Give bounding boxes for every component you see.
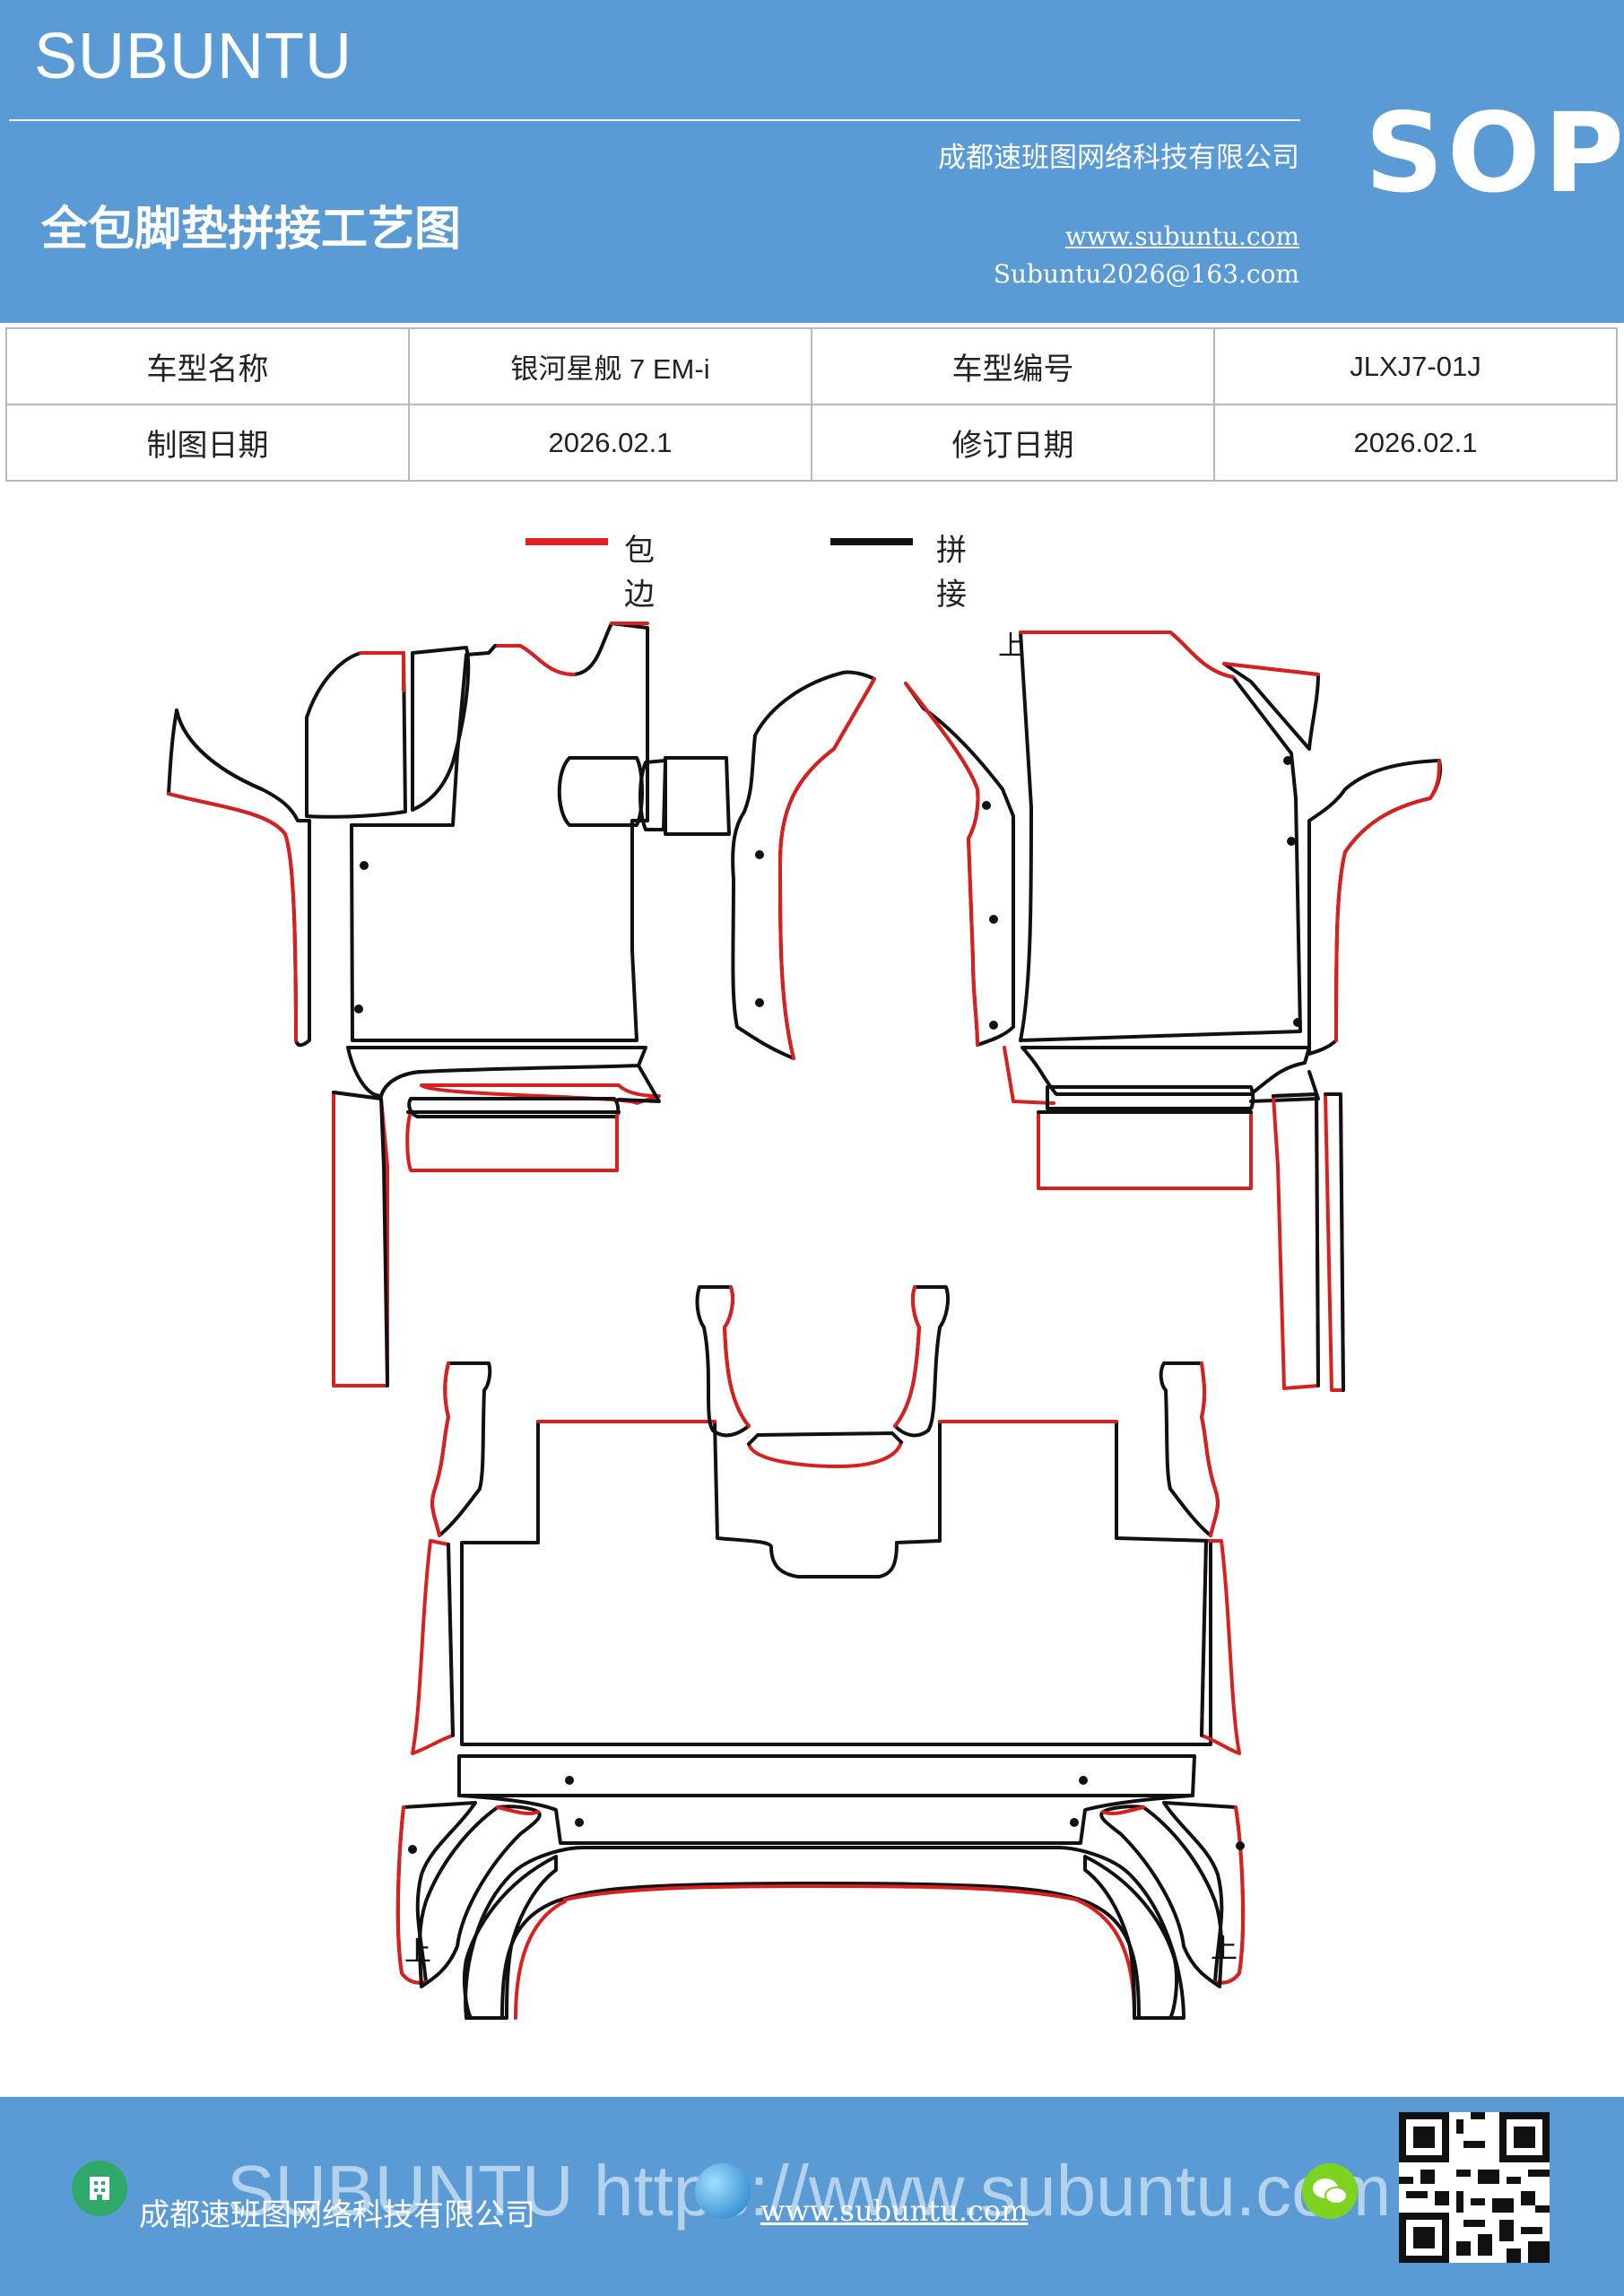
value-model-code: JLXJ7-01J xyxy=(1213,327,1618,405)
up-mark-rear-right: 上 xyxy=(1211,1934,1238,1965)
table-row: 制图日期 2026.02.1 修订日期 2026.02.1 xyxy=(5,404,1618,482)
front-right-mat-group xyxy=(904,631,1443,1392)
website-link[interactable]: www.subuntu.com xyxy=(1064,222,1299,251)
label-model-name: 车型名称 xyxy=(5,327,410,405)
rear-mat-group xyxy=(395,1285,1246,2020)
qr-code xyxy=(1399,2112,1550,2263)
up-mark-front-right: 上 xyxy=(998,631,1025,662)
label-revision-date: 修订日期 xyxy=(811,404,1215,482)
table-row: 车型名称 银河星舰 7 EM-i 车型编号 JLXJ7-01J xyxy=(5,327,1618,405)
front-left-mat-group xyxy=(167,622,731,1387)
company-name: 成都速班图网络科技有限公司 xyxy=(938,142,1299,174)
sop-badge: SOP xyxy=(1365,90,1624,217)
up-mark-rear-left: 上 xyxy=(404,1936,431,1968)
legend-label-edge: 包边 xyxy=(624,533,655,613)
legend-black-swatch xyxy=(830,538,913,545)
front-left-sill-group xyxy=(731,670,876,1060)
legend-label-splice: 拼接 xyxy=(936,533,967,613)
value-drawing-date: 2026.02.1 xyxy=(408,404,812,482)
page-title: 全包脚垫拼接工艺图 xyxy=(41,203,462,257)
value-model-name: 银河星舰 7 EM-i xyxy=(408,327,812,405)
brand-name: SUBUNTU xyxy=(34,21,353,92)
footer-website-link[interactable]: www.subuntu.com xyxy=(760,2194,1029,2228)
wechat-icon xyxy=(1302,2163,1358,2219)
label-drawing-date: 制图日期 xyxy=(5,404,410,482)
value-revision-date: 2026.02.1 xyxy=(1213,404,1618,482)
email-address: Subuntu2026@163.com xyxy=(993,259,1299,289)
footer-company: 成都速班图网络科技有限公司 xyxy=(139,2197,535,2233)
vehicle-info-table: 车型名称 银河星舰 7 EM-i 车型编号 JLXJ7-01J 制图日期 202… xyxy=(5,327,1618,482)
header-divider xyxy=(9,119,1300,121)
mounting-dots xyxy=(354,756,1302,1854)
header-banner: SUBUNTU 全包脚垫拼接工艺图 成都速班图网络科技有限公司 www.subu… xyxy=(0,0,1624,323)
legend-red-swatch xyxy=(525,538,608,545)
building-icon xyxy=(72,2161,127,2216)
footer-watermark: SUBUNTU https://www.subuntu.com xyxy=(227,2151,1392,2231)
label-model-code: 车型编号 xyxy=(811,327,1215,405)
globe-icon xyxy=(695,2163,751,2219)
